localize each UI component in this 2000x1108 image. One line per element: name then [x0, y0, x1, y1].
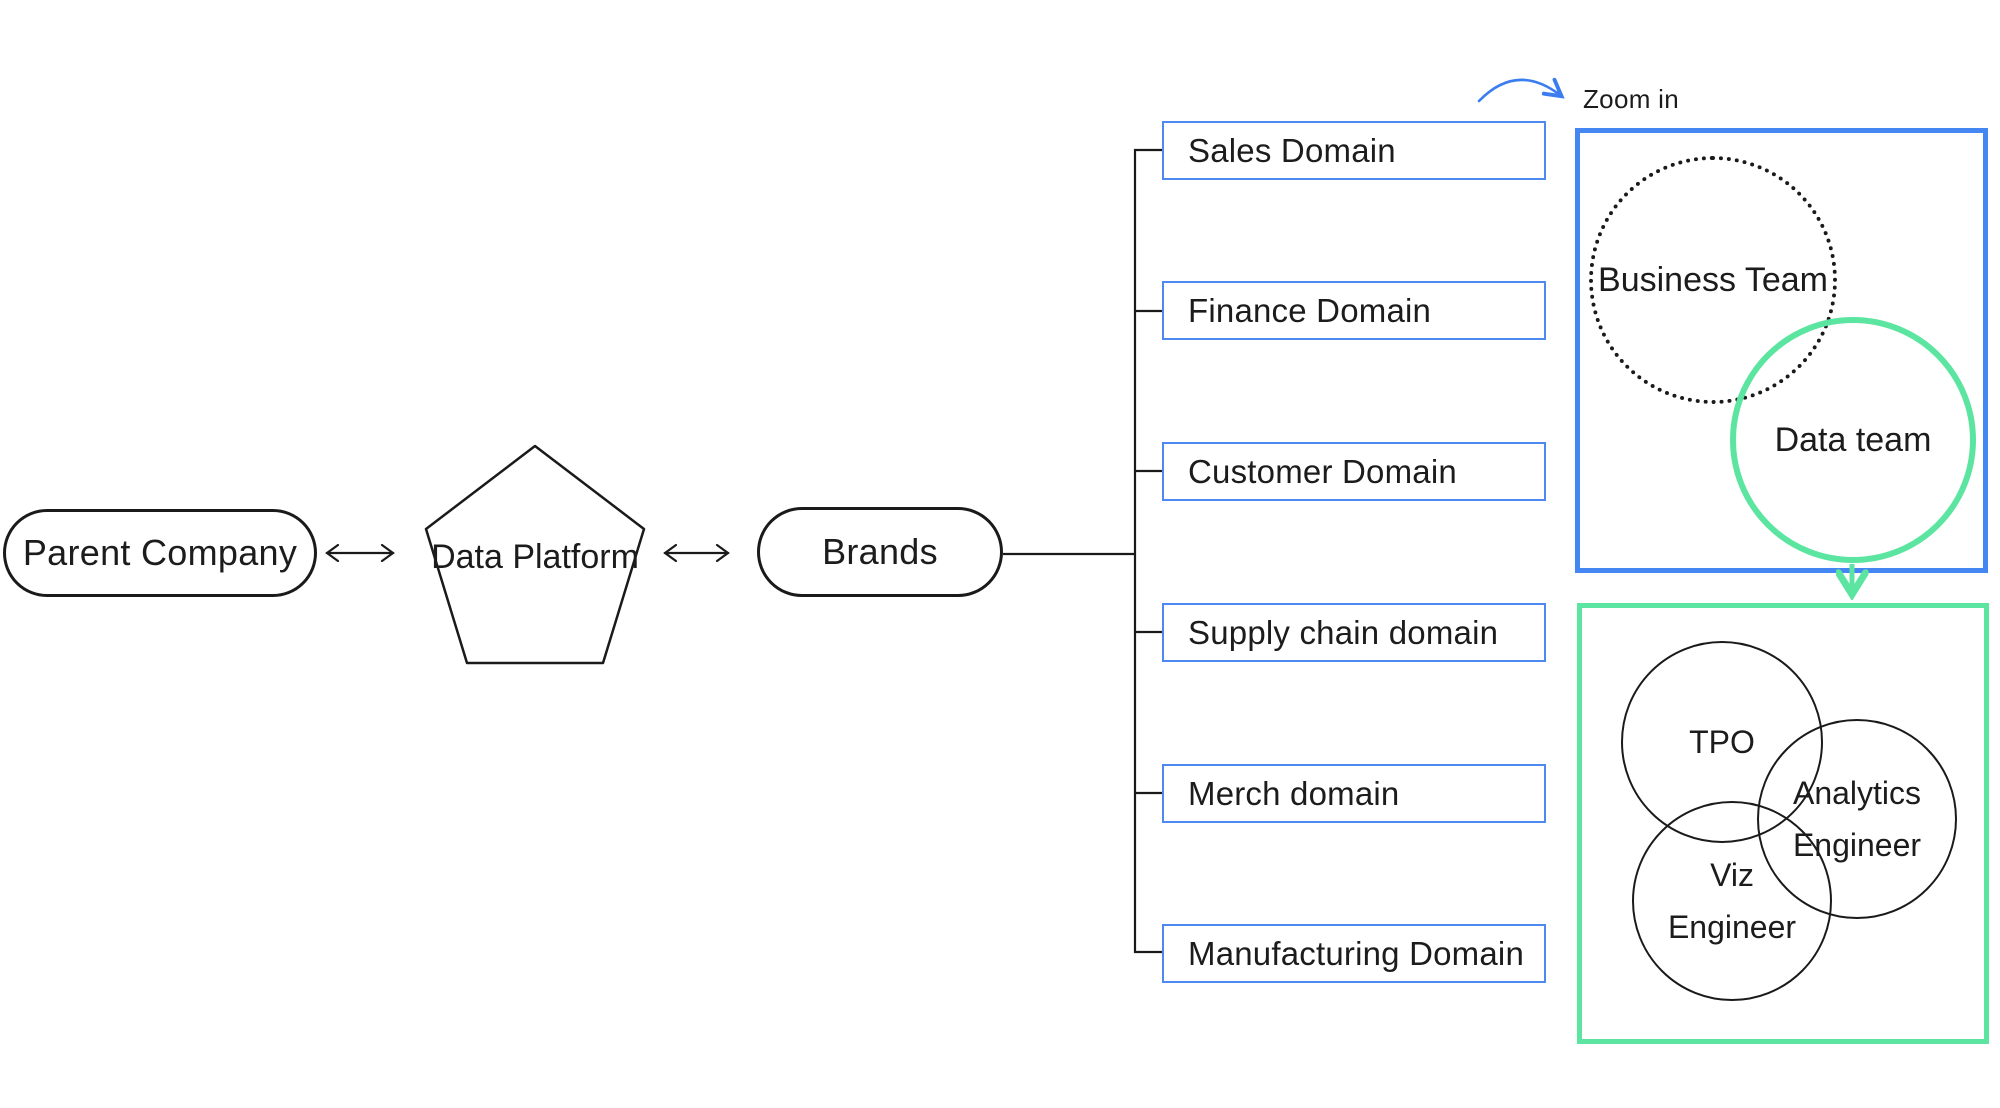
domain-label: Customer Domain — [1188, 452, 1457, 490]
domain-tree-connectors — [1003, 148, 1162, 954]
zoom-in-curved-arrow-icon — [1477, 80, 1560, 103]
arrow-platform-brands — [663, 543, 730, 563]
domain-box-finance: Finance Domain — [1162, 281, 1546, 340]
tpo-label: TPO — [1689, 724, 1755, 760]
domain-box-supply-chain: Supply chain domain — [1162, 603, 1546, 662]
data-team-label: Data team — [1774, 420, 1932, 459]
domain-label: Merch domain — [1188, 774, 1400, 812]
arrow-parent-platform — [325, 543, 395, 563]
data-platform-label: Data Platform — [431, 538, 639, 576]
domain-label: Sales Domain — [1188, 131, 1396, 169]
viz-engineer-circle — [1632, 801, 1832, 1001]
domain-box-customer: Customer Domain — [1162, 442, 1546, 501]
domain-box-manufacturing: Manufacturing Domain — [1162, 924, 1546, 983]
domain-label: Finance Domain — [1188, 291, 1432, 329]
domain-label: Supply chain domain — [1188, 613, 1499, 651]
parent-company-label: Parent Company — [22, 532, 298, 573]
analytics-engineer-label: Analytics Engineer — [1792, 775, 1922, 863]
business-team-circle — [1589, 156, 1837, 404]
zoom-in-label: Zoom in — [1583, 84, 1680, 114]
business-team-label: Business Team — [1598, 260, 1828, 299]
domain-box-sales: Sales Domain — [1162, 121, 1546, 180]
viz-engineer-label: Viz Engineer — [1667, 857, 1797, 945]
data-team-circle — [1730, 317, 1976, 563]
node-brands: Brands — [757, 507, 1003, 597]
data-team-detail-panel — [1577, 603, 1989, 1044]
brands-label: Brands — [822, 531, 938, 572]
teams-panel — [1575, 128, 1988, 573]
node-parent-company: Parent Company — [3, 509, 317, 597]
domain-label: Manufacturing Domain — [1188, 934, 1524, 972]
domain-box-merch: Merch domain — [1162, 764, 1546, 823]
